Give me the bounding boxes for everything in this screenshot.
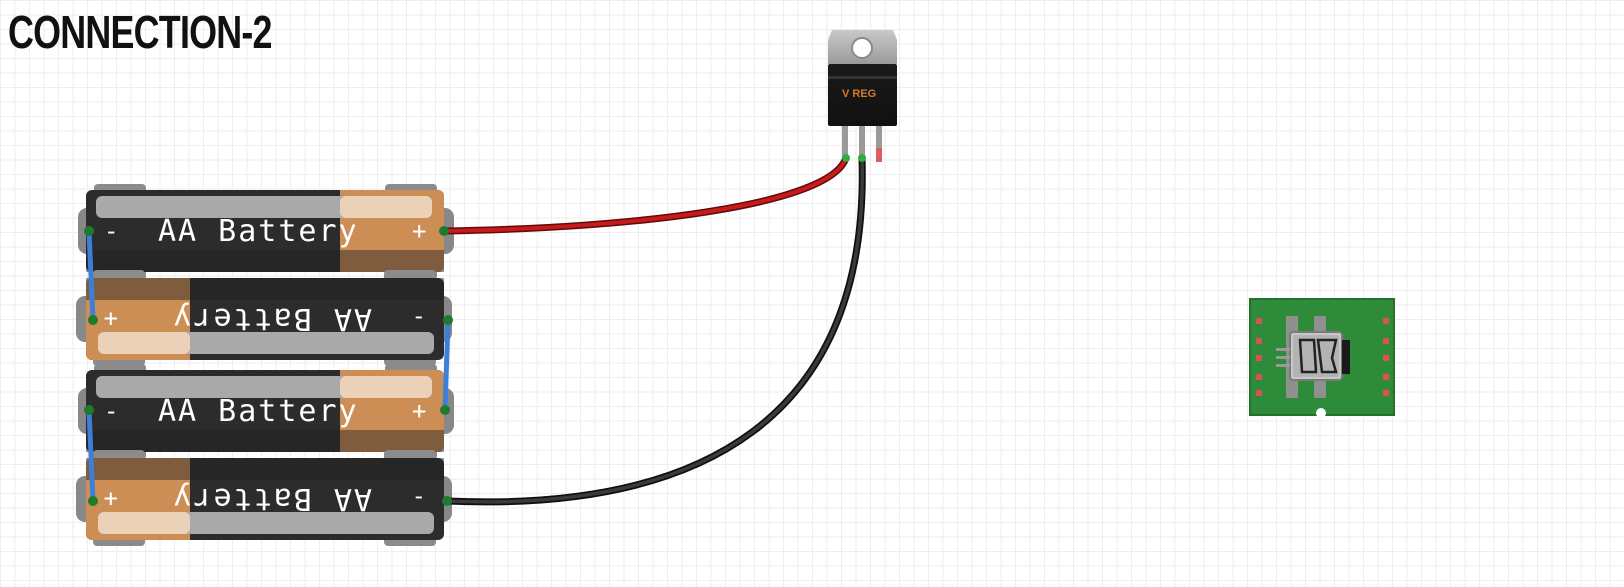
battery-4-neg-label: - bbox=[412, 485, 426, 513]
battery-4-label: AA Battery bbox=[171, 481, 372, 516]
jumper-wire-right-middle[interactable] bbox=[442, 317, 451, 413]
battery-4-pos-label: + bbox=[104, 485, 118, 513]
battery-3-neg-label: - bbox=[104, 397, 118, 425]
jumper-wire-left-top[interactable] bbox=[86, 228, 96, 323]
usb-breakout-board[interactable] bbox=[1249, 298, 1395, 418]
jumper-wire-left-bottom[interactable] bbox=[86, 407, 96, 504]
battery-2-neg-label: - bbox=[412, 305, 426, 333]
battery-3-label: AA Battery bbox=[158, 394, 359, 429]
battery-1[interactable]: - AA Battery + bbox=[78, 184, 454, 280]
battery-2-label: AA Battery bbox=[171, 301, 372, 336]
battery-1-pos-label: + bbox=[412, 217, 426, 245]
regulator-label: V REG bbox=[842, 88, 876, 100]
voltage-regulator[interactable]: V REG bbox=[828, 30, 897, 162]
battery-2[interactable]: - AA Battery + bbox=[76, 270, 452, 366]
battery-2-pos-label: + bbox=[104, 305, 118, 333]
battery-3-pos-label: + bbox=[412, 397, 426, 425]
connection-points bbox=[84, 154, 866, 506]
page-title: CONNECTION-2 bbox=[8, 6, 273, 58]
battery-4[interactable]: - AA Battery + bbox=[76, 450, 452, 546]
battery-1-neg-label: - bbox=[104, 217, 118, 245]
battery-1-label: AA Battery bbox=[158, 214, 359, 249]
battery-3[interactable]: - AA Battery + bbox=[78, 364, 454, 460]
black-wire-core bbox=[445, 156, 864, 504]
black-wire[interactable] bbox=[443, 154, 866, 506]
series-jumpers bbox=[86, 228, 451, 504]
red-wire-core bbox=[442, 156, 848, 233]
